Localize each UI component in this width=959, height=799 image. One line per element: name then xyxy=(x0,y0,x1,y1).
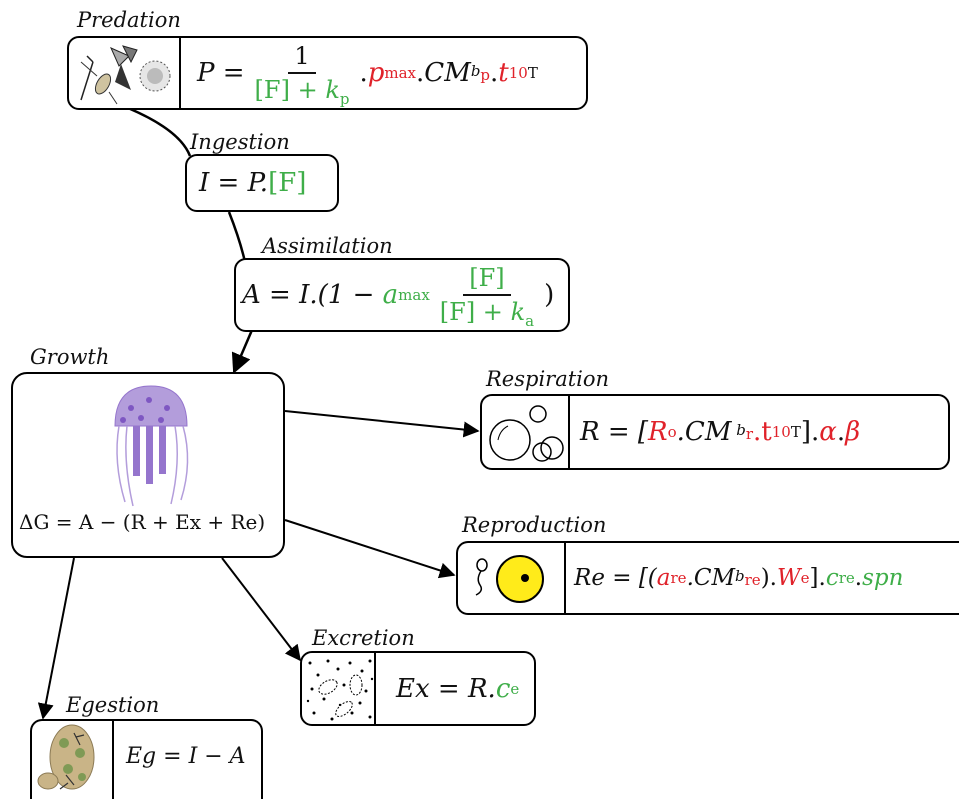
arrow-ingestion-assimilation xyxy=(227,211,247,263)
assimilation-label: Assimilation xyxy=(262,234,393,258)
arrow-growth-excretion xyxy=(221,557,301,662)
ingestion-box: I = P.[F] xyxy=(185,154,339,212)
arrow-growth-egestion xyxy=(37,557,75,720)
egestion-label: Egestion xyxy=(66,693,160,717)
egestion-equation: Eg = I − A xyxy=(126,743,246,769)
sperm-icon xyxy=(475,558,488,596)
jellyfish-icon xyxy=(114,385,189,507)
bubbles-icon xyxy=(489,405,564,462)
arrow-growth-respiration xyxy=(284,410,480,438)
egg-icon xyxy=(496,555,544,603)
respiration-label: Respiration xyxy=(486,367,610,391)
zooplankton-prey-icon xyxy=(80,45,171,105)
fecal-pellet-icon xyxy=(37,724,95,790)
reproduction-label: Reproduction xyxy=(462,513,607,537)
excretion-label: Excretion xyxy=(312,626,415,650)
growth-box: ΔG = A − (R + Ex + Re) xyxy=(11,372,285,558)
ingestion-equation: I = P.[F] xyxy=(199,168,307,198)
predation-label: Predation xyxy=(77,8,181,32)
growth-label: Growth xyxy=(30,345,110,369)
arrow-growth-reproduction xyxy=(284,519,456,579)
egestion-box: Eg = I − A xyxy=(30,719,263,799)
excretion-particles-icon xyxy=(306,659,374,721)
arrow-assimilation-growth xyxy=(231,329,254,374)
growth-equation: ΔG = A − (R + Ex + Re) xyxy=(19,510,266,534)
arrow-predation-ingestion xyxy=(127,106,192,157)
ingestion-label: Ingestion xyxy=(190,130,290,154)
